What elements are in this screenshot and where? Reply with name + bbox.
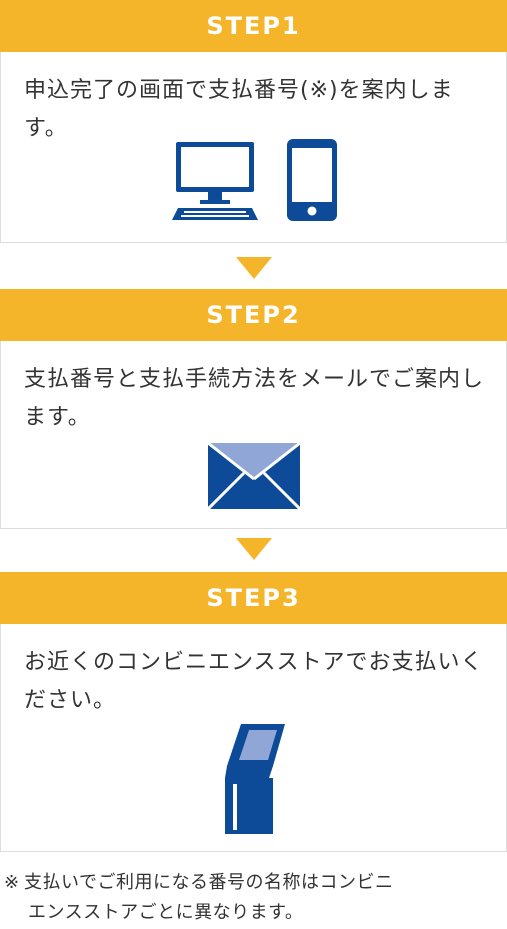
- step-1: STEP1 申込完了の画面で支払番号(※)を案内します。: [0, 0, 507, 243]
- footnote-line-1: 支払いでご利用になる番号の名称はコンビニ: [24, 872, 394, 893]
- step-3-icons: [1, 722, 506, 834]
- step-2-header: STEP2: [0, 289, 507, 341]
- step-1-text: 申込完了の画面で支払番号(※)を案内します。: [24, 78, 454, 141]
- footnote: ※支払いでご利用になる番号の名称はコンビニ エンスストアごとに異なります。: [4, 868, 504, 928]
- step-1-icons: [1, 138, 506, 222]
- envelope-icon: [207, 443, 300, 509]
- step-3-text: お近くのコンビニエンスストアでお支払いください。: [24, 650, 484, 713]
- step-3-body: お近くのコンビニエンスストアでお支払いください。: [0, 624, 507, 852]
- step-2-to-3-arrow: [236, 538, 272, 560]
- desktop-computer-icon: [171, 142, 258, 220]
- step-3: STEP3 お近くのコンビニエンスストアでお支払いください。: [0, 572, 507, 852]
- step-2: STEP2 支払番号と支払手続方法をメールでご案内します。: [0, 289, 507, 529]
- footnote-mark: ※: [4, 872, 20, 893]
- step-1-header: STEP1: [0, 0, 507, 52]
- step-1-to-2-arrow: [236, 257, 272, 279]
- smartphone-icon: [286, 139, 337, 221]
- step-2-body: 支払番号と支払手続方法をメールでご案内します。: [0, 341, 507, 529]
- kiosk-terminal-icon: [224, 724, 285, 834]
- step-1-body: 申込完了の画面で支払番号(※)を案内します。: [0, 52, 507, 243]
- step-2-text: 支払番号と支払手続方法をメールでご案内します。: [24, 367, 485, 430]
- step-2-icons: [1, 439, 506, 509]
- step-3-header: STEP3: [0, 572, 507, 624]
- footnote-line-2: エンスストアごとに異なります。: [28, 902, 304, 923]
